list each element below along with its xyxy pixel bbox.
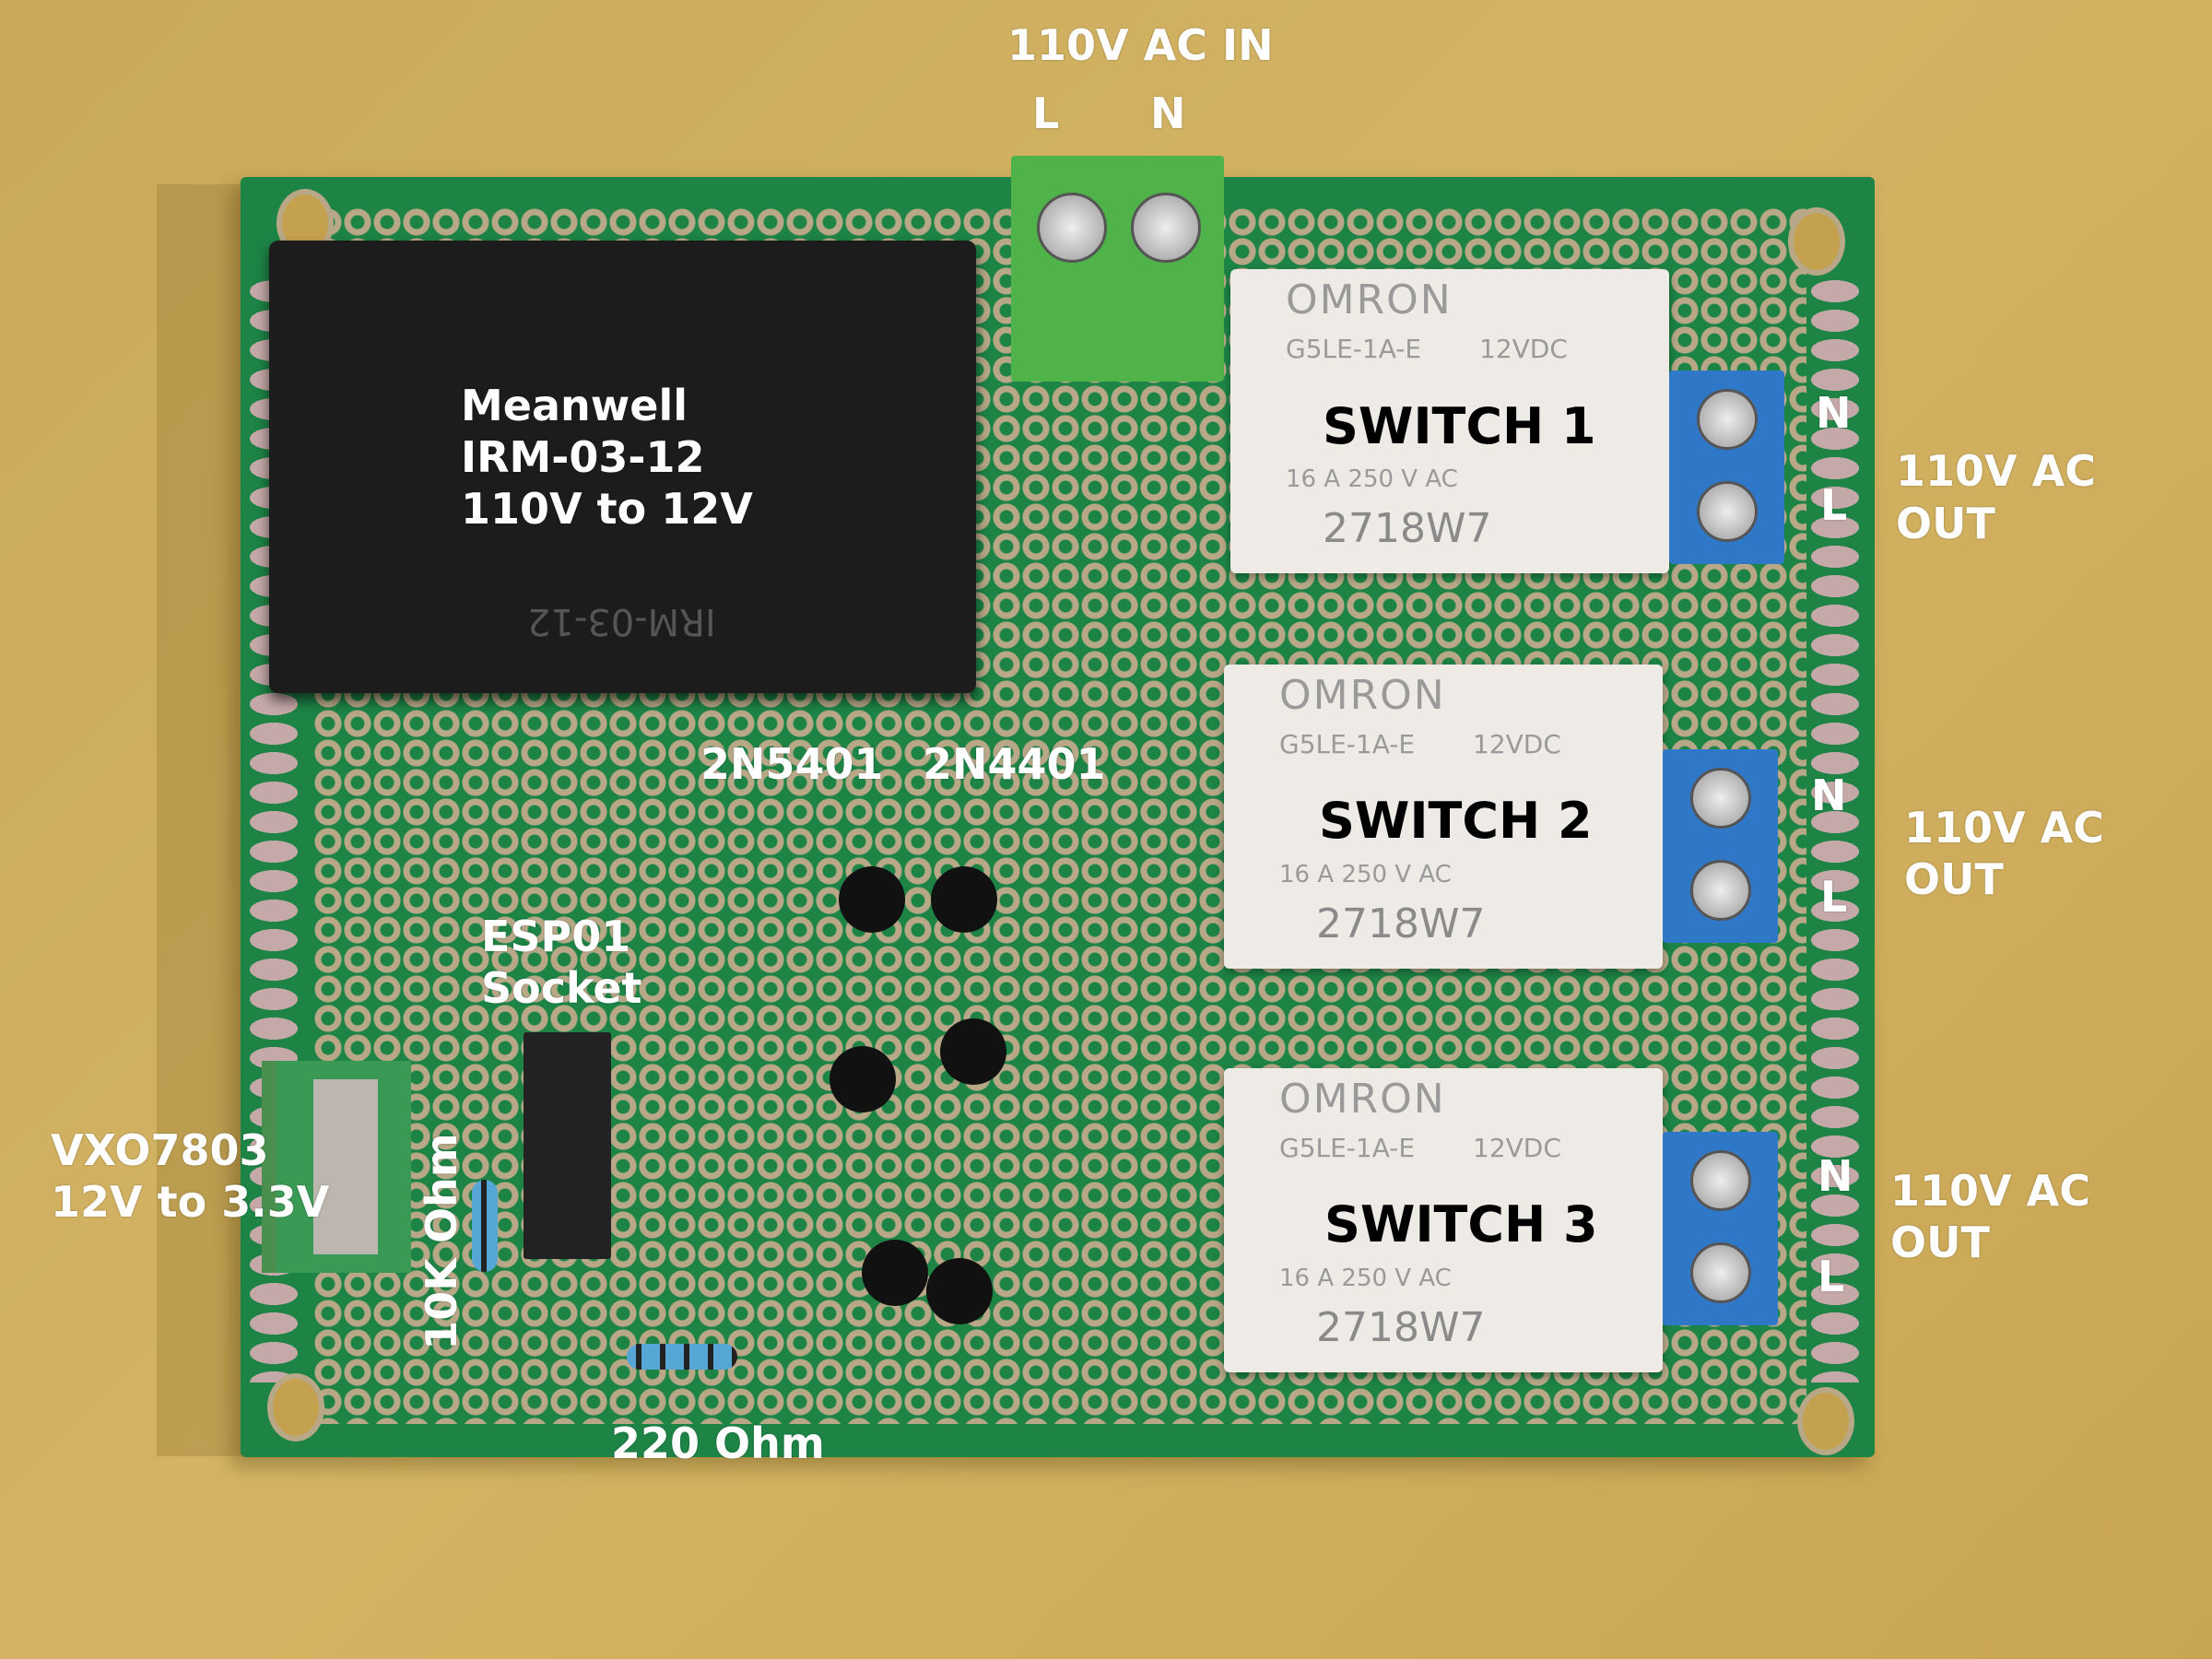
screw-icon <box>1690 860 1751 921</box>
relay-voltage: 12VDC <box>1473 1133 1561 1163</box>
relay-brand: OMRON <box>1279 672 1446 719</box>
psu-model-print: IRM-03-12 <box>527 600 716 642</box>
screw-icon <box>1697 481 1758 542</box>
voltage-regulator <box>262 1061 411 1273</box>
mount-hole <box>1788 207 1845 276</box>
out-1-label-1: 110V AC <box>1896 446 2096 496</box>
relay-rating: 16 A 250 V AC <box>1286 465 1458 493</box>
output-terminal-3 <box>1663 1132 1778 1325</box>
power-supply-module: IRM-03-12 <box>269 241 976 693</box>
screw-icon <box>1697 389 1758 450</box>
resistor-220 <box>627 1344 737 1370</box>
transistor <box>940 1018 1006 1085</box>
relay-code: 2718W7 <box>1316 1304 1486 1351</box>
screw-icon <box>1037 193 1107 263</box>
esp01-socket <box>524 1032 611 1259</box>
out-1-n-label: N <box>1816 388 1852 438</box>
relay-1: OMRON G5LE-1A-E 12VDC 16 A 250 V AC 2718… <box>1230 269 1669 573</box>
transistor-pnp-label: 2N5401 <box>700 739 884 789</box>
relay-2: OMRON G5LE-1A-E 12VDC 16 A 250 V AC 2718… <box>1224 665 1663 969</box>
relay-brand: OMRON <box>1279 1076 1446 1123</box>
ac-input-terminal <box>1011 156 1224 382</box>
mount-hole <box>267 1373 324 1441</box>
transistor <box>926 1258 993 1324</box>
out-2-label-1: 110V AC <box>1904 803 2104 853</box>
relay-rating: 16 A 250 V AC <box>1279 1265 1452 1292</box>
relay-model: G5LE-1A-E <box>1279 729 1416 759</box>
out-2-l-label: L <box>1820 872 1848 922</box>
screw-icon <box>1690 1150 1751 1211</box>
out-3-label-2: OUT <box>1890 1218 1990 1267</box>
relay-code: 2718W7 <box>1323 505 1492 552</box>
edge-pads-right <box>1808 276 1862 1382</box>
screw-icon <box>1131 193 1201 263</box>
relay-voltage: 12VDC <box>1479 334 1568 364</box>
regulator-label-1: VXO7803 <box>51 1125 269 1175</box>
out-2-n-label: N <box>1811 771 1847 820</box>
resistor-10k-label: 10K Ohm <box>417 1133 466 1350</box>
output-terminal-2 <box>1663 749 1778 943</box>
switch-1-label: SWITCH 1 <box>1323 397 1596 455</box>
relay-3: OMRON G5LE-1A-E 12VDC 16 A 250 V AC 2718… <box>1224 1068 1663 1372</box>
psu-label-3: 110V to 12V <box>461 484 753 534</box>
resistor-10k <box>472 1180 498 1272</box>
ac-in-l-label: L <box>1032 88 1060 138</box>
mount-hole <box>1797 1387 1854 1455</box>
relay-brand: OMRON <box>1286 276 1453 324</box>
psu-label-1: Meanwell <box>461 381 688 430</box>
out-2-label-2: OUT <box>1904 854 2004 904</box>
relay-rating: 16 A 250 V AC <box>1279 861 1452 888</box>
esp-label-1: ESP01 <box>481 912 631 961</box>
screw-icon <box>1690 768 1751 829</box>
out-3-n-label: N <box>1818 1151 1853 1201</box>
transistor <box>839 866 905 933</box>
transistor <box>931 866 997 933</box>
screw-icon <box>1690 1242 1751 1303</box>
transistor <box>862 1240 928 1306</box>
relay-voltage: 12VDC <box>1473 729 1561 759</box>
switch-3-label: SWITCH 3 <box>1324 1195 1598 1253</box>
relay-model: G5LE-1A-E <box>1279 1133 1416 1163</box>
out-3-l-label: L <box>1818 1252 1845 1301</box>
out-1-l-label: L <box>1820 480 1848 530</box>
transistor-npn-label: 2N4401 <box>923 739 1106 789</box>
out-3-label-1: 110V AC <box>1890 1166 2090 1216</box>
regulator-label-2: 12V to 3.3V <box>51 1177 330 1227</box>
relay-model: G5LE-1A-E <box>1286 334 1422 364</box>
out-1-label-2: OUT <box>1896 499 1995 548</box>
resistor-220-label: 220 Ohm <box>611 1418 825 1468</box>
switch-2-label: SWITCH 2 <box>1319 792 1593 850</box>
psu-label-2: IRM-03-12 <box>461 432 705 482</box>
ac-in-label: 110V AC IN <box>1007 20 1274 70</box>
relay-code: 2718W7 <box>1316 900 1486 947</box>
output-terminal-1 <box>1669 371 1784 564</box>
transistor <box>830 1046 896 1112</box>
ac-in-n-label: N <box>1150 88 1186 138</box>
esp-label-2: Socket <box>481 963 642 1013</box>
